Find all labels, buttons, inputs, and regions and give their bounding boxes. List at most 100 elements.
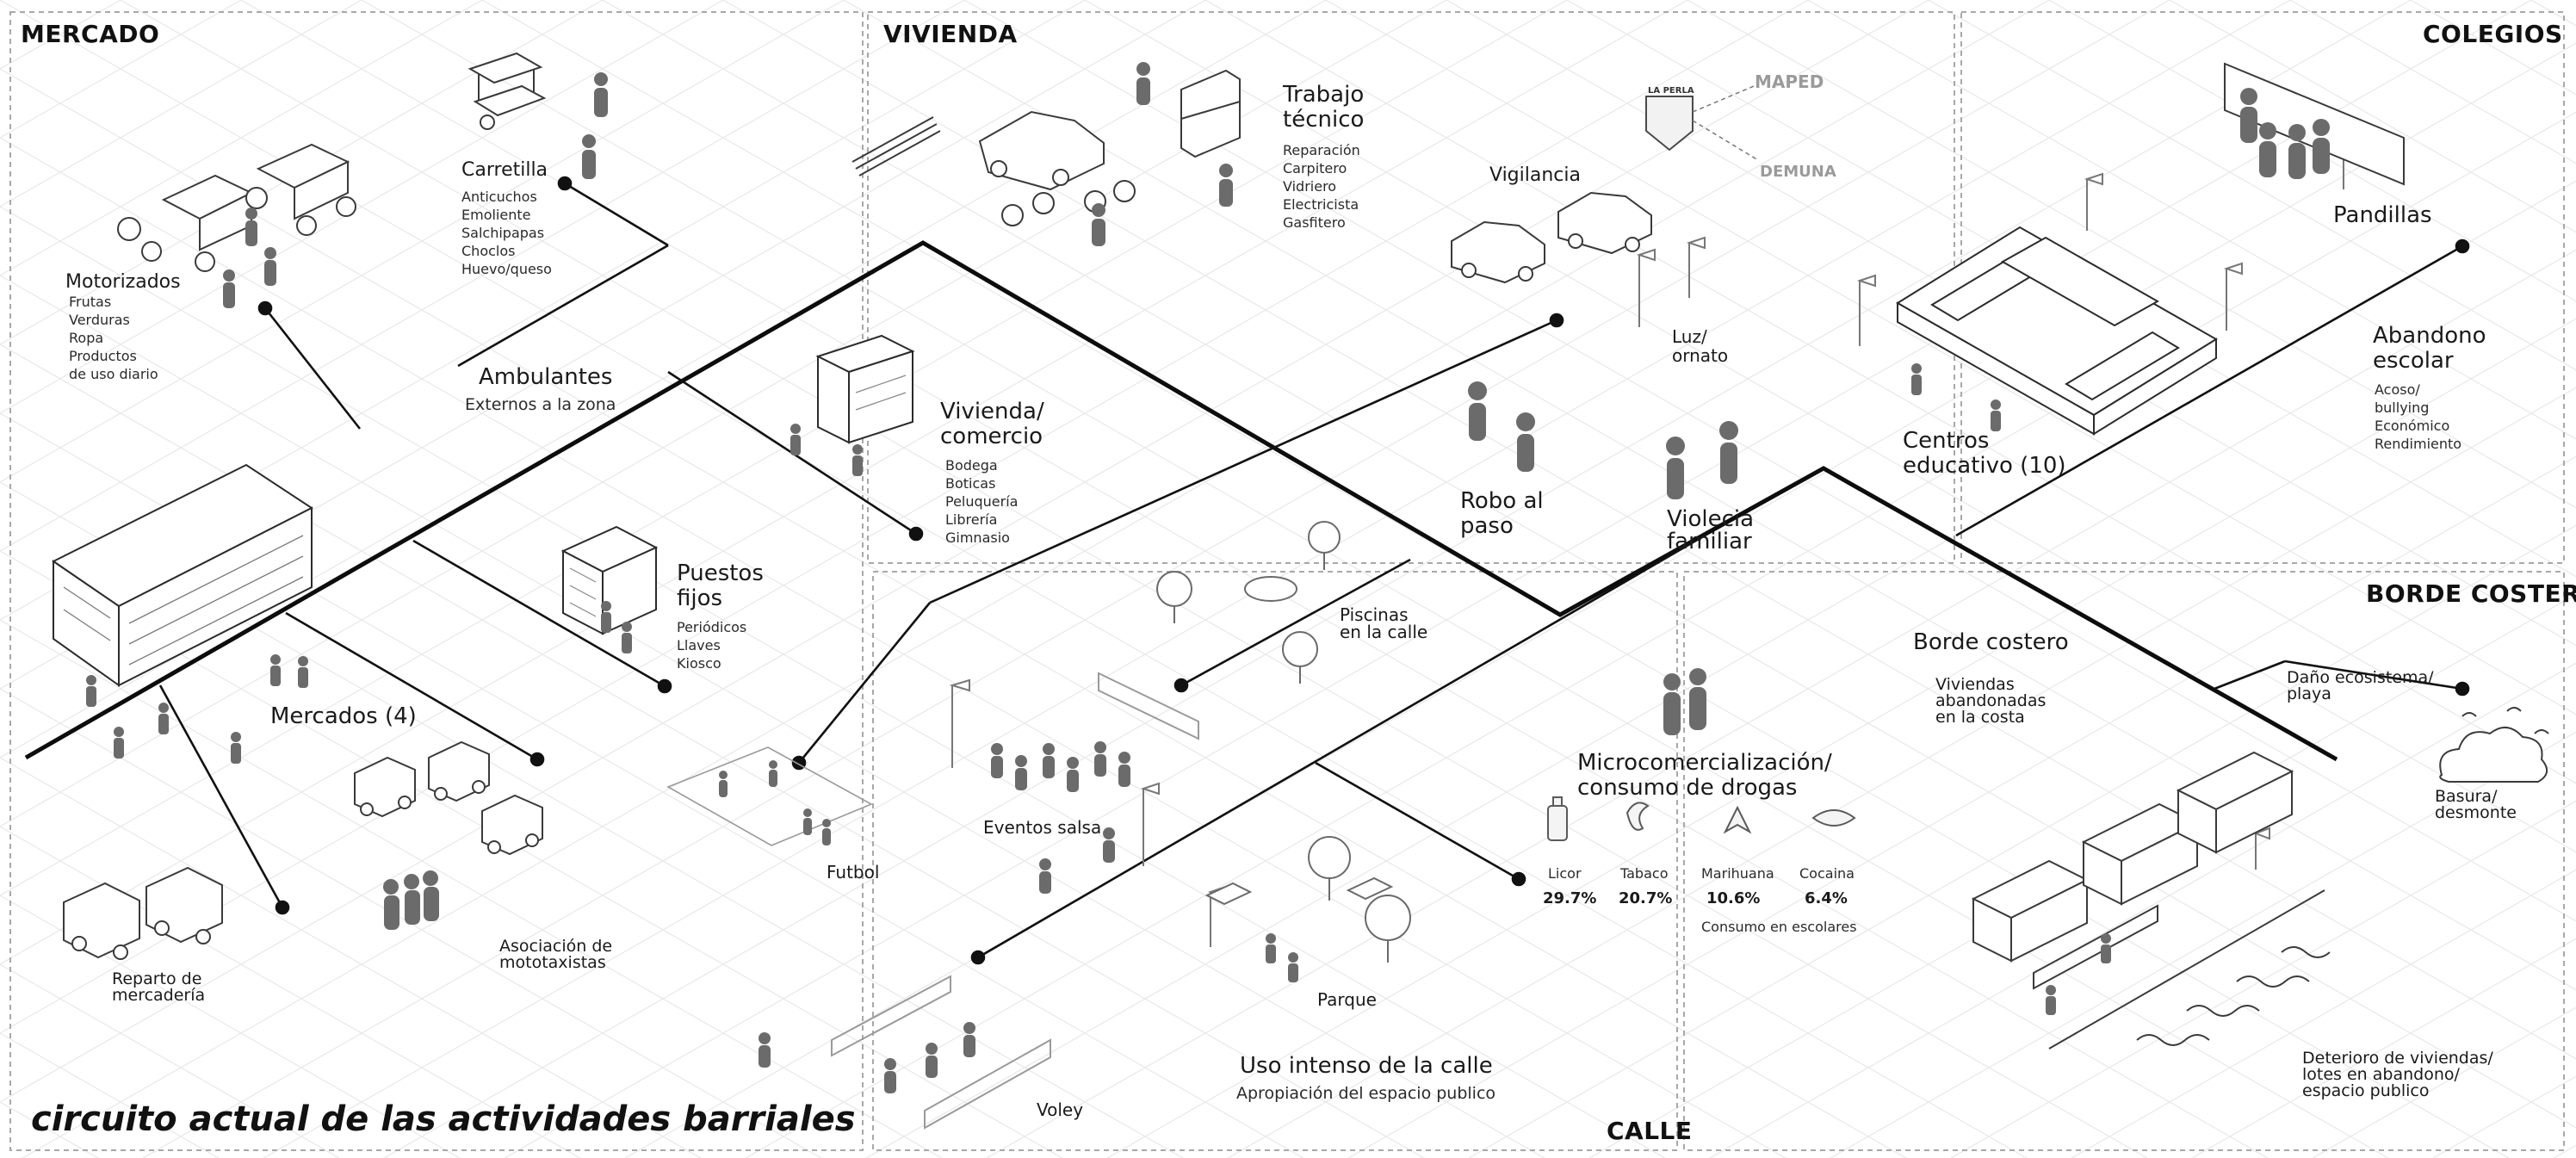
abandoned-houses-illustration bbox=[1971, 751, 2294, 990]
diagram-caption: circuito actual de las actividades barri… bbox=[31, 1099, 856, 1139]
person-figure bbox=[1015, 755, 1027, 790]
centros-educativos-label: Centros educativo (10) bbox=[1903, 428, 2066, 480]
tecnico-illustrations bbox=[851, 69, 1241, 226]
main-circuit-line bbox=[24, 240, 2338, 762]
vivienda-building-illustration bbox=[815, 334, 915, 444]
person-figure bbox=[884, 1058, 896, 1093]
la-perla-seal-text: LA PERLA bbox=[1648, 86, 1694, 96]
consumo-escolares-note: Consumo en escolares bbox=[1701, 919, 1857, 935]
person-figure bbox=[2288, 124, 2306, 179]
municipal-logos bbox=[1645, 84, 1759, 161]
frame-calle bbox=[872, 571, 1678, 1151]
violencia-familiar-label: Violecia familiar bbox=[1667, 506, 1755, 554]
uso-intenso-title: Uso intenso de la calle bbox=[1240, 1053, 1493, 1079]
section-title-borde-costero: BORDE COSTERO bbox=[2366, 579, 2576, 608]
person-figure bbox=[790, 424, 801, 455]
market-building-illustration bbox=[52, 463, 313, 687]
motor-cart-illustrations bbox=[117, 143, 356, 272]
basura-desmonte-label: Basura/ desmonte bbox=[2435, 787, 2517, 822]
deterioro-viviendas-label: Deterioro de viviendas/ lotes en abandon… bbox=[2302, 1049, 2493, 1100]
park-trees-illustration bbox=[1156, 521, 1411, 963]
delivery-truck-illustrations bbox=[63, 866, 223, 960]
person-figure bbox=[1689, 668, 1706, 730]
section-title-mercado: MERCADO bbox=[21, 20, 160, 48]
section-title-vivienda: VIVIENDA bbox=[883, 20, 1018, 48]
person-figure bbox=[1288, 952, 1298, 982]
person-figure bbox=[2240, 88, 2257, 143]
demuna-logo: DEMUNA bbox=[1760, 163, 1836, 181]
futbol-label: Futbol bbox=[827, 862, 880, 882]
person-figure bbox=[963, 1022, 975, 1057]
frame-mercado bbox=[9, 11, 864, 1151]
motorizados-items: Frutas Verduras Ropa Productos de uso di… bbox=[69, 294, 158, 383]
ambulantes-title: Ambulantes bbox=[479, 364, 613, 390]
borde-costero-title: Borde costero bbox=[1913, 629, 2069, 655]
drogas-title: Microcomercialización/ consumo de drogas bbox=[1577, 750, 1832, 802]
people-figures bbox=[86, 62, 2330, 1093]
person-figure bbox=[1136, 62, 1150, 105]
person-figure bbox=[2046, 985, 2056, 1015]
walls-and-nets bbox=[831, 672, 1199, 1130]
reparto-label: Reparto de mercadería bbox=[112, 969, 206, 1005]
vivienda-comercio-items: Bodega Boticas Peluquería Librería Gimna… bbox=[945, 457, 1019, 547]
futbol-field-illustration bbox=[666, 746, 873, 846]
luz-ornato-label: Luz/ ornato bbox=[1672, 326, 1729, 367]
person-figure bbox=[114, 727, 124, 759]
parque-label: Parque bbox=[1317, 989, 1377, 1010]
carretilla-items: Anticuchos Emoliente Salchipapas Choclos… bbox=[461, 189, 552, 278]
eventos-salsa-label: Eventos salsa bbox=[983, 817, 1102, 838]
person-figure bbox=[1219, 164, 1233, 207]
substance-value-cocaina: 6.4% bbox=[1805, 889, 1848, 907]
person-figure bbox=[1039, 858, 1051, 894]
person-figure bbox=[852, 444, 863, 476]
person-figure bbox=[991, 743, 1003, 778]
person-figure bbox=[1118, 752, 1130, 787]
frame-borde bbox=[1683, 571, 2565, 1151]
person-figure bbox=[1991, 399, 2001, 431]
person-figure bbox=[298, 656, 308, 688]
vigilancia-cars-illustration bbox=[1451, 191, 1652, 284]
mototaxi-illustrations bbox=[354, 740, 543, 856]
person-figure bbox=[759, 1032, 771, 1068]
mototaxistas-label: Asociación de mototaxistas bbox=[499, 937, 613, 972]
section-title-colegios: COLEGIOS bbox=[2423, 20, 2563, 48]
dano-ecosistema-label: Daño ecosistema/ playa bbox=[2287, 668, 2434, 703]
person-figure bbox=[1468, 381, 1487, 441]
drug-icons bbox=[1547, 796, 1856, 841]
substance-name-marihuana: Marihuana bbox=[1701, 865, 1774, 882]
person-figure bbox=[1103, 827, 1115, 863]
leader-lines bbox=[158, 176, 2470, 965]
trash-cloud-illustration bbox=[2439, 707, 2549, 783]
trabajo-tecnico-title: Trabajo técnico bbox=[1283, 82, 1365, 133]
person-figure bbox=[2313, 119, 2330, 174]
abandono-escolar-items: Acoso/ bullying Económico Rendimiento bbox=[2375, 381, 2462, 453]
vigilancia-label: Vigilancia bbox=[1489, 164, 1581, 186]
maped-logo: MAPED bbox=[1755, 71, 1824, 92]
viviendas-abandonadas-label: Viviendas abandonadas en la costa bbox=[1935, 675, 2047, 727]
vivienda-comercio-title: Vivienda/ comercio bbox=[940, 399, 1044, 450]
voley-label: Voley bbox=[1037, 1099, 1084, 1120]
ambulantes-subtitle: Externos a la zona bbox=[465, 395, 616, 414]
substance-name-licor: Licor bbox=[1548, 865, 1582, 882]
substance-name-cocaina: Cocaina bbox=[1799, 865, 1855, 882]
person-figure bbox=[1663, 673, 1681, 735]
school-illustration bbox=[1896, 226, 2218, 436]
mercados-label: Mercados (4) bbox=[270, 703, 417, 729]
person-figure bbox=[231, 732, 241, 764]
sea-waves bbox=[2048, 889, 2331, 1050]
person-figure bbox=[223, 269, 235, 308]
person-figure bbox=[822, 819, 831, 845]
frame-vivienda bbox=[867, 11, 1955, 564]
carretilla-title: Carretilla bbox=[461, 159, 548, 181]
person-figure bbox=[2101, 933, 2111, 963]
substance-value-tabaco: 20.7% bbox=[1619, 889, 1673, 907]
substance-value-marihuana: 10.6% bbox=[1706, 889, 1761, 907]
person-figure bbox=[404, 874, 420, 925]
person-figure bbox=[270, 654, 281, 686]
kiosk-illustration bbox=[560, 525, 659, 635]
person-figure bbox=[86, 675, 96, 707]
person-figure bbox=[245, 207, 257, 246]
person-figure bbox=[1092, 203, 1105, 246]
